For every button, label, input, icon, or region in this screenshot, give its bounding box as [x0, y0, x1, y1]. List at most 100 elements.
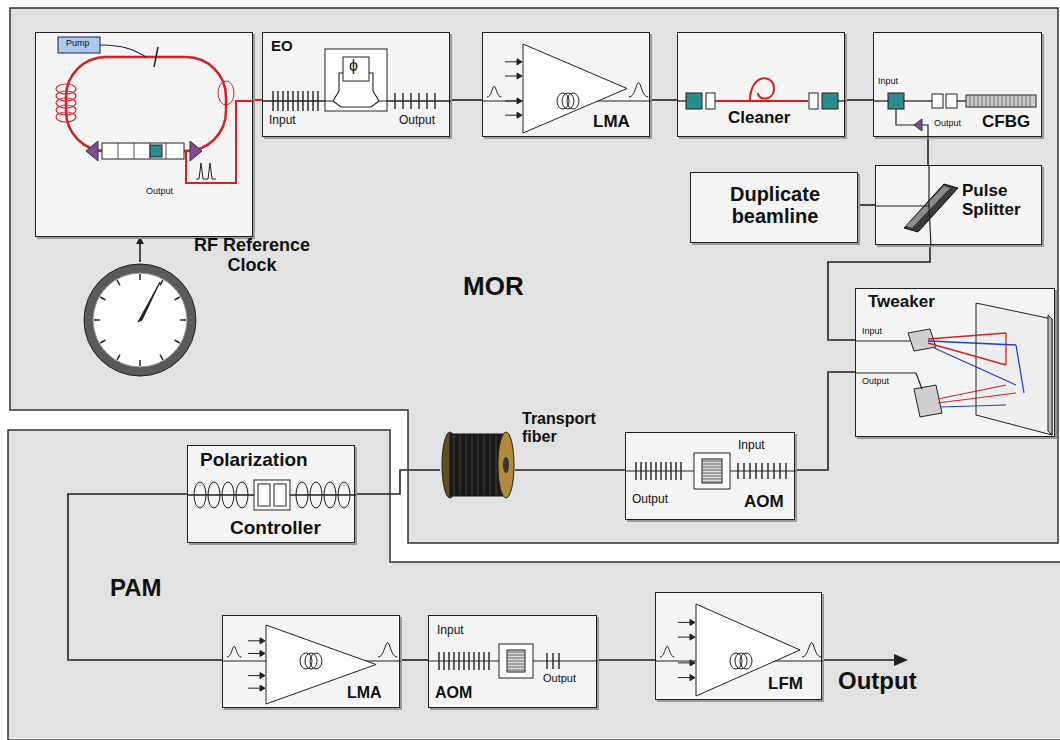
fiber-coil [740, 653, 752, 669]
fiber-connector [858, 204, 875, 206]
process-box: Duplicate beamline [690, 172, 858, 243]
fiber-grating [966, 95, 1036, 107]
fiber-paddle [296, 482, 308, 508]
port-label: Input [862, 327, 882, 337]
port-label: Output [862, 377, 889, 387]
stroke-line [507, 670, 525, 671]
input-beam [856, 340, 910, 341]
box-label: Polarization [200, 450, 308, 471]
stroke-line [702, 476, 722, 477]
stroke-line [118, 143, 119, 159]
pulse-shape [227, 646, 241, 657]
aom-crystal [499, 644, 533, 678]
amplifier-box: LFM [655, 592, 822, 700]
blue-beam [928, 341, 1024, 393]
fiber-connector [355, 470, 440, 494]
box-label: PAM [110, 575, 162, 601]
stroke-line [134, 143, 135, 159]
spool-hub [503, 457, 509, 473]
box-label: EO [271, 38, 293, 55]
stroke-line [139, 274, 141, 280]
pump-arrow [690, 675, 695, 681]
stroke-line [473, 652, 474, 670]
box-label: AOM [435, 684, 472, 702]
stroke-line [488, 652, 489, 670]
stroke-line [292, 91, 293, 111]
fiber-paddle [208, 482, 220, 508]
region-outline [10, 8, 1058, 543]
stroke-line [490, 435, 491, 495]
stroke-line [507, 664, 525, 665]
stroke-line [180, 319, 186, 321]
stroke-line [702, 461, 722, 462]
stroke-line [702, 464, 722, 465]
stroke-line [468, 652, 469, 670]
stroke-line [472, 435, 473, 495]
fiber-coil [567, 93, 579, 109]
return-beam [940, 405, 1006, 407]
stroke-line [1030, 95, 1031, 107]
stroke-line [453, 652, 454, 670]
polarization-box: PolarizationController [187, 445, 355, 543]
stroke-line [463, 652, 464, 670]
fiber-coil [305, 653, 317, 669]
stroke-line [743, 463, 744, 479]
pump-arrow [260, 685, 265, 691]
pump-arrow [260, 650, 265, 656]
port-label: Output [632, 493, 668, 506]
stroke-line [767, 463, 768, 479]
stroke-line [702, 479, 722, 480]
stroke-line [272, 91, 273, 111]
port-label: Input [878, 77, 898, 87]
pulse-shape [629, 83, 648, 97]
fiber-connector [139, 237, 141, 262]
port-label: Output [146, 187, 173, 197]
fiber-paddle [222, 482, 234, 508]
stroke-line [645, 462, 646, 480]
stroke-line [484, 435, 485, 495]
clock-ring [84, 264, 196, 376]
roof-mirror [914, 385, 942, 417]
pump-arrow [690, 619, 695, 625]
stroke-line [312, 91, 313, 111]
port-label: Output [934, 119, 961, 129]
stroke-line [678, 100, 686, 101]
stroke-line [978, 95, 979, 107]
stroke-line [507, 652, 525, 653]
stroke-line [160, 280, 163, 285]
splitter-plate [904, 184, 958, 232]
fiber-connector [795, 372, 855, 470]
stroke-line [100, 297, 105, 300]
stroke-line [1026, 95, 1027, 107]
waveplate-housing [254, 480, 290, 510]
stroke-line [478, 435, 479, 495]
stroke-line [100, 340, 105, 343]
aom-grating [702, 459, 722, 483]
waveplate [946, 94, 957, 108]
stroke-line [154, 47, 158, 67]
box-label: Tweaker [868, 293, 935, 312]
fiber-connector [597, 659, 655, 661]
stroke-line [466, 435, 467, 495]
stroke-line [1002, 95, 1003, 107]
stroke-line [434, 93, 435, 109]
output-path [896, 109, 928, 138]
waveplate [809, 93, 818, 109]
stroke-line [263, 100, 325, 101]
stroke-line [670, 462, 671, 480]
pump-arrow [517, 112, 522, 118]
aom-crystal [694, 453, 730, 489]
laser-ring [66, 57, 226, 151]
stroke-line [458, 652, 459, 670]
clock-icon: RF Reference Clock [82, 262, 198, 378]
waveplate [258, 484, 270, 506]
stroke-line [402, 93, 403, 109]
modulator-housing [325, 49, 387, 111]
region-outline [8, 430, 1060, 740]
stroke-line [702, 467, 722, 468]
stroke-line [994, 95, 995, 107]
port-label: Output [399, 114, 435, 127]
cfbg-box: InputOutputCFBG [873, 32, 1042, 137]
stroke-line [552, 653, 553, 669]
fiber-coil [310, 653, 322, 669]
